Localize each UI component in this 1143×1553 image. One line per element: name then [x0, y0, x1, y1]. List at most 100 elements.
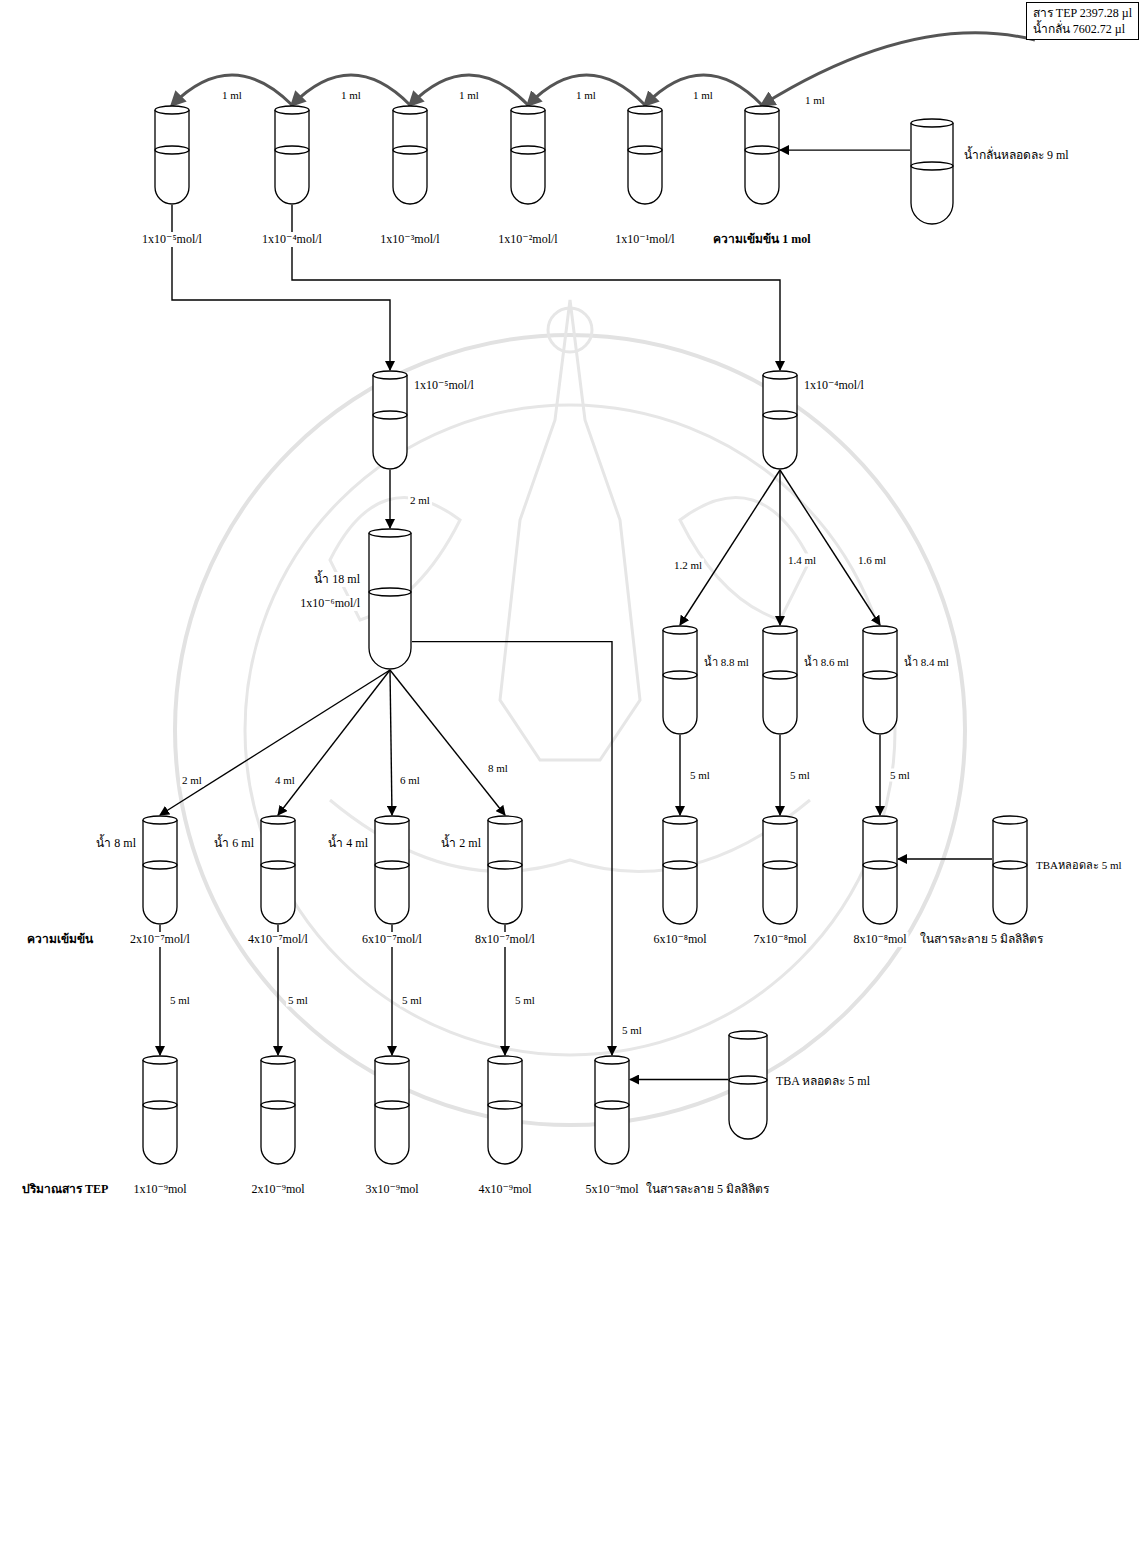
liquid-level: [729, 1076, 767, 1084]
tube-label: ในสารละลาย 5 มิลลิลิตร: [644, 1182, 771, 1197]
tube-rim: [375, 816, 409, 824]
test-tube: [910, 118, 954, 225]
test-tube-node: น้ำ 8 ml2x10⁻⁷mol/l: [142, 815, 178, 925]
volume-label: 6 ml: [398, 774, 422, 787]
tube-rim: [275, 106, 309, 114]
tube-label: น้ำ 8.8 ml: [702, 655, 751, 670]
tube-label: 3x10⁻⁹mol: [363, 1182, 420, 1197]
connector-arrow: [780, 470, 880, 625]
reagent-text: น้ำกลั่น 7602.72 µl: [1033, 21, 1132, 37]
test-tube: [992, 815, 1028, 925]
test-tube-node: น้ำ 4 ml6x10⁻⁷mol/l: [374, 815, 410, 925]
tube-body: [143, 1060, 177, 1164]
liquid-level: [663, 671, 697, 679]
tube-body: [155, 110, 189, 204]
test-tube: [762, 625, 798, 735]
volume-label: 2 ml: [408, 494, 432, 507]
tube-body: [143, 820, 177, 924]
test-tube: [392, 105, 428, 205]
tube-rim: [511, 106, 545, 114]
row-caption: ความเข้มข้น: [25, 932, 95, 947]
tube-label: 5x10⁻⁹mol: [583, 1182, 640, 1197]
volume-label: 5 ml: [620, 1024, 644, 1037]
tube-rim: [663, 626, 697, 634]
test-tube-node: น้ำ 2 ml8x10⁻⁷mol/l: [487, 815, 523, 925]
liquid-level: [375, 861, 409, 869]
tube-rim: [745, 106, 779, 114]
liquid-level: [763, 671, 797, 679]
connector-arrow: [389, 470, 390, 528]
test-tube: [762, 370, 798, 470]
test-tube-node: น้ำกลั่นหลอดละ 9 ml: [910, 118, 954, 225]
tube-label: 6x10⁻⁸mol: [651, 932, 708, 947]
tube-body: [729, 1035, 767, 1139]
liquid-level: [393, 146, 427, 154]
tube-body: [261, 1060, 295, 1164]
tube-body: [763, 820, 797, 924]
test-tube: [154, 105, 190, 205]
tube-label: TBA หลอดละ 5 ml: [774, 1074, 872, 1089]
tube-rim: [369, 529, 411, 537]
tube-label: น้ำ 8 ml: [94, 836, 138, 851]
volume-label: 5 ml: [788, 769, 812, 782]
volume-label: 5 ml: [888, 769, 912, 782]
tube-label: 1x10⁻²mol/l: [496, 232, 559, 247]
seal-ring: [245, 405, 895, 1055]
seal-spire: [500, 300, 640, 760]
tube-label: น้ำ 18 ml: [312, 572, 362, 587]
tube-label: 1x10⁻⁵mol/l: [412, 378, 476, 393]
test-tube-node: น้ำ 8.6 ml: [762, 625, 798, 735]
seal-sun: [548, 308, 592, 352]
liquid-level: [763, 411, 797, 419]
connector-arrow: [898, 858, 992, 859]
test-tube: [260, 1055, 296, 1165]
volume-label: 1 ml: [803, 94, 827, 107]
tube-body: [393, 110, 427, 204]
connector-arrow: [172, 205, 390, 370]
tube-body: [863, 820, 897, 924]
test-tube: [862, 625, 898, 735]
test-tube: [372, 370, 408, 470]
liquid-level: [261, 1101, 295, 1109]
test-tube: [627, 105, 663, 205]
volume-label: 5 ml: [286, 994, 310, 1007]
tube-body: [993, 820, 1027, 924]
transfer-arrow: [528, 75, 645, 105]
connector-arrow: [779, 735, 780, 815]
connector-arrow: [680, 470, 780, 625]
liquid-level: [375, 1101, 409, 1109]
tube-body: [911, 123, 953, 224]
connector-arrow: [630, 1079, 728, 1080]
tube-label: ในสารละลาย 5 มิลลิลิตร: [918, 932, 1045, 947]
test-tube-node: 8x10⁻⁸molในสารละลาย 5 มิลลิลิตร: [862, 815, 898, 925]
test-tube: [662, 815, 698, 925]
test-tube: [594, 1055, 630, 1165]
tube-body: [863, 630, 897, 734]
tube-label: 1x10⁻⁴mol/l: [802, 378, 866, 393]
transfer-arrow: [410, 75, 528, 105]
volume-label: 4 ml: [273, 774, 297, 787]
connector-arrow: [278, 670, 390, 815]
volume-label: 1 ml: [574, 89, 598, 102]
liquid-level: [663, 861, 697, 869]
tube-label: 4x10⁻⁷mol/l: [246, 932, 310, 947]
test-tube: [487, 1055, 523, 1165]
test-tube-node: 1x10⁻⁹mol: [142, 1055, 178, 1165]
liquid-level: [993, 861, 1027, 869]
volume-label: 1 ml: [220, 89, 244, 102]
liquid-level: [373, 411, 407, 419]
volume-label: 5 ml: [400, 994, 424, 1007]
liquid-level: [511, 146, 545, 154]
test-tube: [762, 815, 798, 925]
test-tube-node: น้ำ 6 ml4x10⁻⁷mol/l: [260, 815, 296, 925]
tube-body: [261, 820, 295, 924]
tube-body: [275, 110, 309, 204]
liquid-level: [155, 146, 189, 154]
volume-label: 2 ml: [180, 774, 204, 787]
tube-body: [488, 820, 522, 924]
seal-ornament: [330, 498, 810, 872]
tube-rim: [143, 816, 177, 824]
volume-label: 1.4 ml: [786, 554, 818, 567]
test-tube: [510, 105, 546, 205]
